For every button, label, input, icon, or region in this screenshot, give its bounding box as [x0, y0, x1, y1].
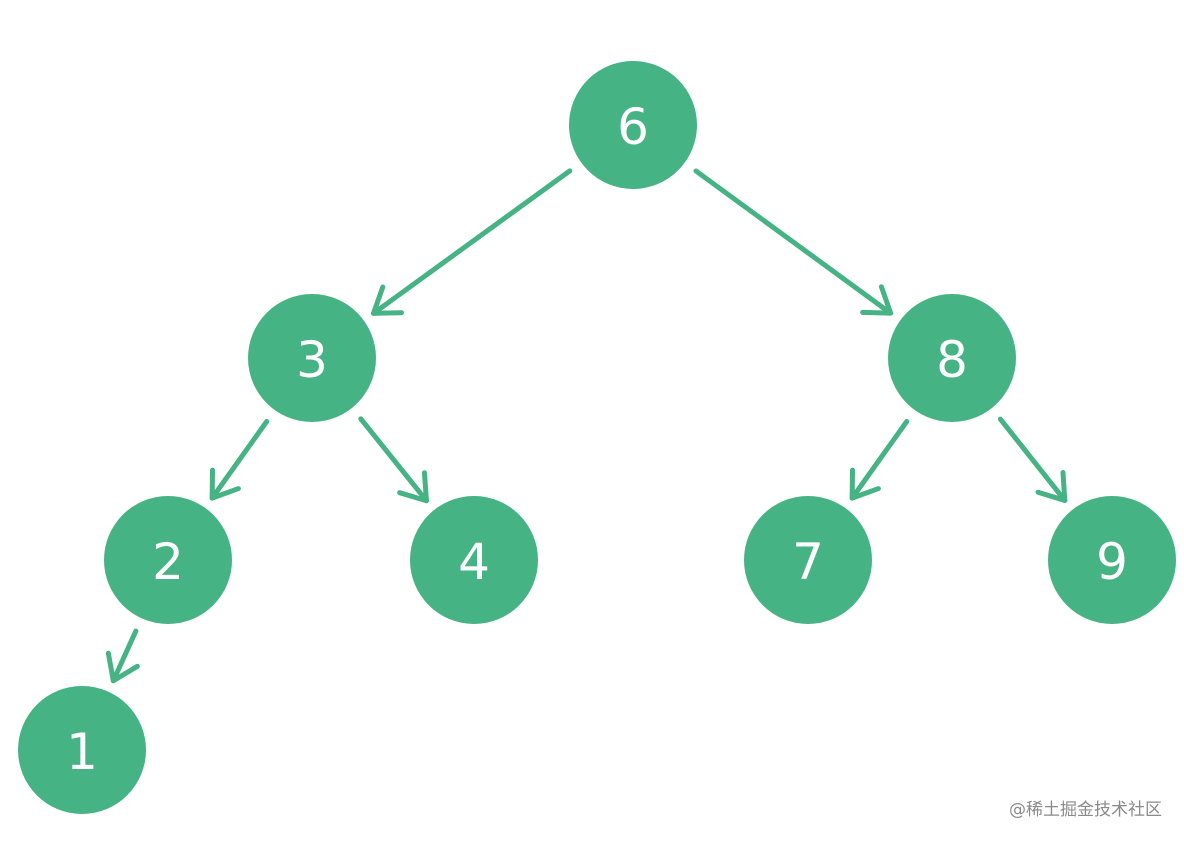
- arrow-head-icon: [105, 650, 140, 684]
- arrow-head-icon: [860, 284, 894, 316]
- edge-line: [849, 419, 910, 501]
- edge-8-7: [849, 419, 910, 501]
- arrow-head-icon: [849, 467, 881, 501]
- tree-node-7: 7: [744, 496, 872, 624]
- edge-6-8: [693, 168, 894, 316]
- node-circle: [888, 294, 1016, 422]
- node-label: 6: [617, 98, 649, 156]
- edge-8-9: [997, 416, 1068, 503]
- node-label: 2: [152, 533, 184, 591]
- node-label: 3: [296, 331, 328, 389]
- edge-line: [997, 416, 1068, 503]
- edge-line: [693, 168, 894, 316]
- node-label: 4: [458, 533, 490, 591]
- node-circle: [18, 686, 146, 814]
- node-label: 7: [792, 533, 824, 591]
- tree-node-2: 2: [104, 496, 232, 624]
- node-circle: [569, 61, 697, 189]
- tree-node-3: 3: [248, 294, 376, 422]
- node-label: 9: [1096, 533, 1128, 591]
- node-circle: [104, 496, 232, 624]
- watermark-text: @稀土掘金技术社区: [1009, 800, 1162, 820]
- tree-node-8: 8: [888, 294, 1016, 422]
- node-circle: [248, 294, 376, 422]
- edge-line: [110, 628, 139, 684]
- edges-layer: [105, 168, 1068, 684]
- tree-node-9: 9: [1048, 496, 1176, 624]
- arrow-head-icon: [397, 470, 429, 504]
- node-label: 8: [936, 331, 968, 389]
- edge-3-2: [209, 419, 270, 501]
- nodes-layer: 6 3 8 2 4 7 9 1: [18, 61, 1176, 814]
- node-label: 1: [66, 723, 98, 781]
- edge-6-3: [371, 168, 573, 316]
- edge-3-4: [358, 416, 429, 504]
- tree-node-4: 4: [410, 496, 538, 624]
- tree-node-1: 1: [18, 686, 146, 814]
- tree-node-6: 6: [569, 61, 697, 189]
- edge-line: [371, 168, 573, 316]
- arrow-head-icon: [371, 284, 404, 316]
- edge-line: [209, 419, 270, 501]
- edge-2-1: [105, 628, 140, 684]
- arrow-head-icon: [1035, 469, 1068, 503]
- edge-line: [358, 416, 429, 504]
- node-circle: [410, 496, 538, 624]
- arrow-head-icon: [209, 467, 241, 501]
- node-circle: [744, 496, 872, 624]
- node-circle: [1048, 496, 1176, 624]
